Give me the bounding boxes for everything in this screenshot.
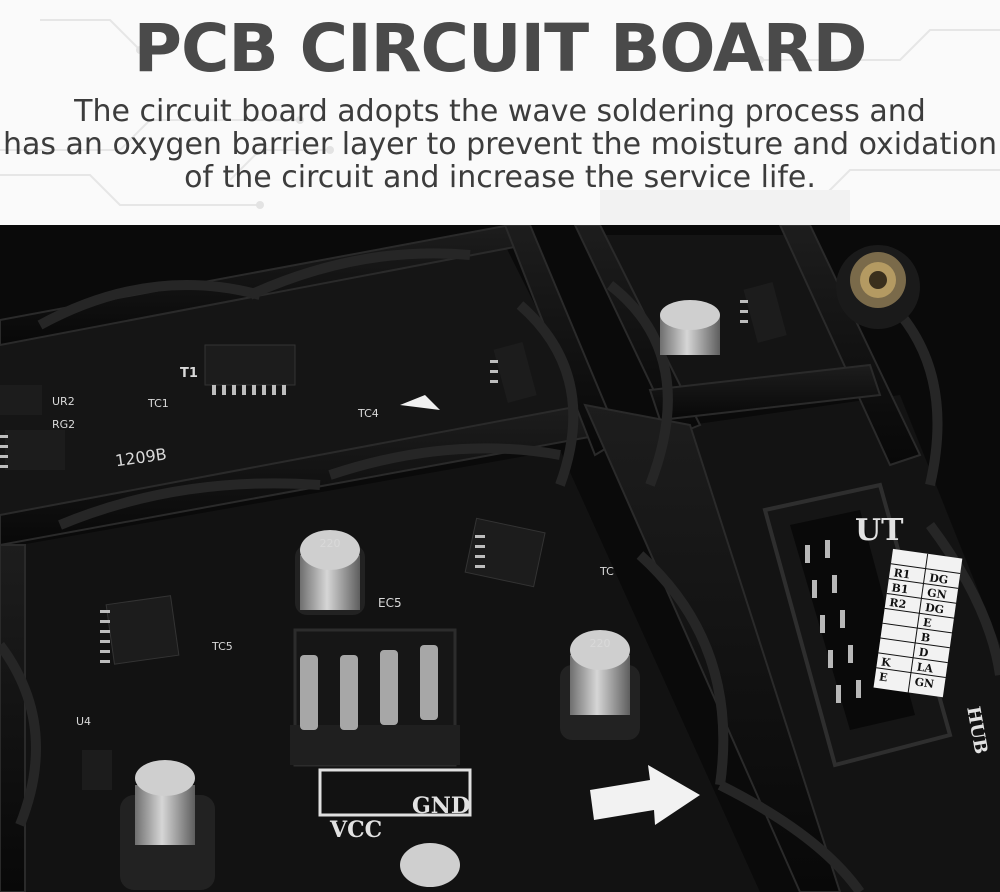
pin-label-r2: R2 (889, 596, 907, 611)
label-rg2: RG2 (52, 418, 75, 431)
header-section: PCB CIRCUIT BOARD The circuit board adop… (0, 0, 1000, 225)
circuit-pattern-background (0, 19, 1000, 225)
label-tc5: TC5 (211, 640, 233, 653)
pin-label-r1: R1 (893, 566, 911, 581)
brass-standoff (836, 245, 920, 329)
pin-label-e: E (922, 616, 932, 630)
power-connector (290, 628, 472, 817)
label-ec5: EC5 (378, 596, 402, 610)
pin-label-dg-2: DG (924, 601, 945, 617)
subtitle-line-2: has an oxygen barrier layer to prevent t… (2, 127, 997, 162)
capacitor-top-right (660, 300, 720, 355)
frame-arc-lattice (0, 248, 1000, 892)
page-subtitle: The circuit board adopts the wave solder… (0, 95, 1000, 194)
hub-pin-table: R1 DG B1 GN R2 DG E B D LA K GN E (873, 548, 963, 698)
capacitor-middle-label: 220 (590, 637, 611, 650)
label-vcc: VCC (329, 817, 382, 843)
label-u4: U4 (76, 715, 91, 728)
capacitor-partial-bottom (400, 843, 460, 887)
ic-pins (0, 300, 748, 663)
pin-label-k: K (880, 655, 892, 669)
label-tc4: TC4 (357, 407, 379, 420)
label-ur2: UR2 (52, 395, 75, 408)
arrow-right-icon (590, 765, 700, 825)
label-out: UT (855, 513, 904, 548)
ic-chips (0, 282, 787, 790)
pin-label-gn-2: GN (914, 675, 935, 691)
pcb-illustration: 220 220 (0, 225, 1000, 892)
pin-label-b1: B1 (891, 581, 910, 596)
capacitor-middle: 220 (560, 630, 640, 740)
pin-label-b: B (920, 631, 931, 645)
capacitor-top: 220 (295, 530, 365, 615)
triangle-marker-icon (400, 395, 440, 410)
pcb-photo: 220 220 (0, 225, 1000, 892)
capacitor-top-label: 220 (320, 537, 341, 550)
label-t1: T1 (180, 366, 198, 381)
subtitle-line-1: The circuit board adopts the wave solder… (74, 94, 926, 129)
pin-label-la: LA (916, 660, 934, 675)
label-tc: TC (599, 565, 614, 578)
label-tc1: TC1 (147, 397, 169, 410)
capacitor-bottom (120, 760, 215, 890)
pin-label-gn-1: GN (926, 586, 947, 602)
pin-label-dg-1: DG (928, 571, 949, 587)
pin-label-e-2: E (878, 670, 888, 684)
label-gnd: GND (412, 793, 470, 819)
subtitle-line-3: of the circuit and increase the service … (184, 160, 816, 195)
pin-label-d: D (918, 646, 930, 660)
page-title: PCB CIRCUIT BOARD (133, 10, 868, 87)
